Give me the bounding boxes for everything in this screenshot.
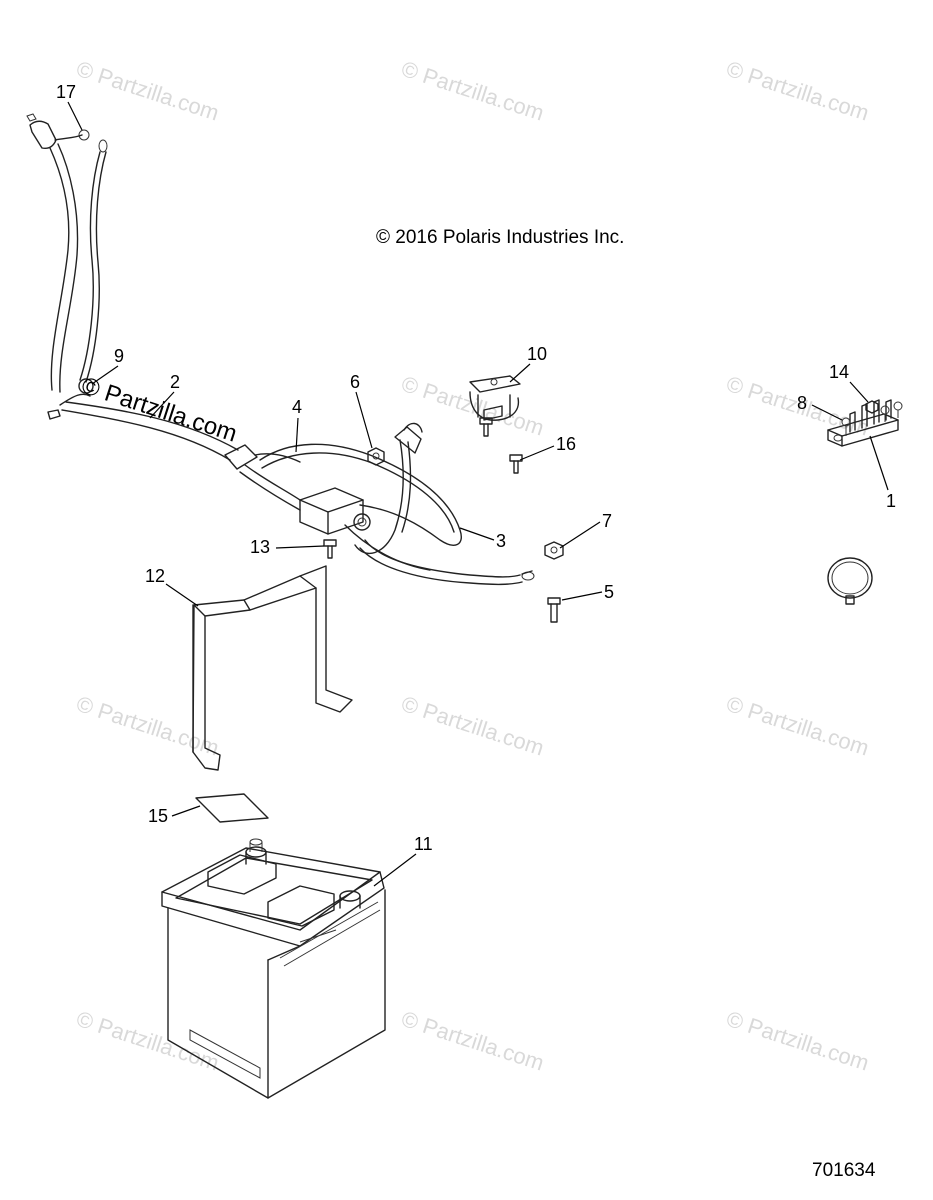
part-12-bracket	[192, 565, 353, 771]
watermark: © Partzilla.com	[723, 691, 872, 761]
callout-label: 15	[148, 806, 168, 826]
watermark: © Partzilla.com	[723, 56, 872, 126]
callout-12: 12	[145, 566, 199, 607]
document-number: 701634	[812, 1160, 876, 1181]
callout-label: 17	[56, 82, 76, 102]
callout-4: 4	[292, 397, 302, 453]
callout-11: 11	[373, 834, 433, 887]
watermark: © Partzilla.com	[73, 691, 222, 761]
callout-label: 10	[527, 344, 547, 364]
callout-9: 9	[91, 346, 124, 385]
watermark-group: © Partzilla.com © Partzilla.com © Partzi…	[73, 56, 872, 1076]
callout-7: 7	[559, 511, 612, 549]
watermark: © Partzilla.com	[73, 1006, 222, 1076]
callout-label: 9	[114, 346, 124, 366]
callout-label: 14	[829, 362, 849, 382]
watermark: © Partzilla.com	[73, 56, 222, 126]
part-15-pad	[195, 793, 269, 823]
callout-5: 5	[561, 582, 614, 602]
callout-14: 14	[829, 362, 869, 403]
callout-label: 8	[797, 393, 807, 413]
callout-8: 8	[797, 393, 843, 421]
callout-2: 2	[149, 372, 180, 419]
callout-1: 1	[869, 435, 896, 511]
callout-17: 17	[56, 82, 83, 131]
callout-label: 2	[170, 372, 180, 392]
callout-label: 7	[602, 511, 612, 531]
callout-label: 13	[250, 537, 270, 557]
watermark: © Partzilla.com	[398, 691, 547, 761]
part-13-screw	[323, 539, 337, 559]
part-2-4-3-harness	[61, 401, 535, 586]
callout-16: 16	[519, 434, 576, 461]
watermark-prominent: © Partzilla.com	[78, 372, 240, 448]
callout-label: 3	[496, 531, 506, 551]
part-11-battery	[161, 838, 386, 1099]
part-14-nuts	[865, 400, 903, 422]
callout-10: 10	[509, 344, 547, 383]
part-10-solenoid	[469, 375, 521, 421]
callout-label: 5	[604, 582, 614, 602]
callout-label: 4	[292, 397, 302, 417]
callout-6: 6	[350, 372, 373, 449]
callout-15: 15	[148, 805, 201, 826]
part-16-screws	[479, 417, 523, 474]
part-6-nut	[367, 447, 385, 466]
callout-3: 3	[459, 527, 506, 551]
copyright-notice: © 2016 Polaris Industries Inc.	[376, 227, 624, 248]
part-7-nut	[544, 541, 564, 560]
callout-label: 6	[350, 372, 360, 392]
part-5-bolt	[547, 597, 561, 623]
callout-13: 13	[250, 537, 325, 557]
part-9-clamp	[47, 378, 94, 420]
callout-label: 1	[886, 491, 896, 511]
callout-label: 16	[556, 434, 576, 454]
part-17-cable-ends	[26, 113, 108, 393]
part-8-screw	[841, 417, 851, 436]
hose-clamp	[827, 557, 873, 605]
watermark: © Partzilla.com	[723, 1006, 872, 1076]
callout-label: 11	[414, 834, 433, 854]
callout-label: 12	[145, 566, 165, 586]
watermark: © Partzilla.com	[398, 1006, 547, 1076]
watermark: © Partzilla.com	[398, 56, 547, 126]
